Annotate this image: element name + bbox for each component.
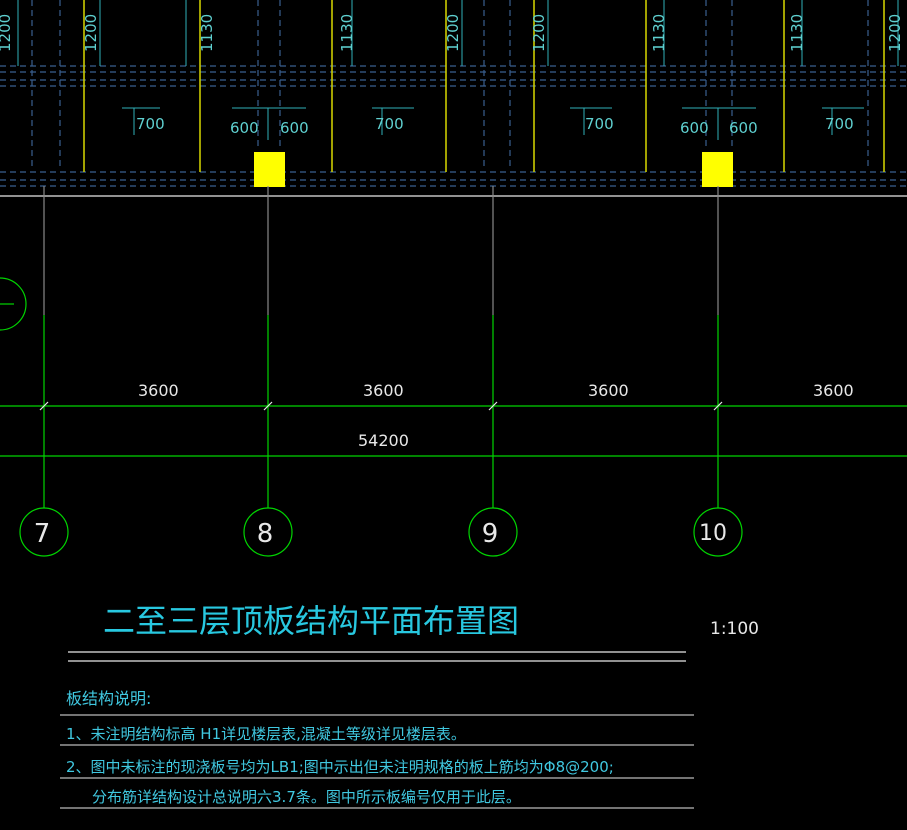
span-dim-4: 3600 — [813, 381, 854, 400]
dim-v-6: 1200 — [530, 14, 548, 52]
span-dim-3: 3600 — [588, 381, 629, 400]
drawing-title: 二至三层顶板结构平面布置图 — [103, 602, 519, 640]
span-dim-2: 3600 — [363, 381, 404, 400]
top-vertical-dims: 1200 1200 1130 1130 1200 1200 1130 1130 … — [0, 14, 904, 52]
notes-line-3: 分布筋详结构设计总说明六3.7条。图中所示板编号仅用于此层。 — [92, 788, 521, 806]
dim-v-4: 1130 — [338, 14, 356, 52]
dim-v-7: 1130 — [650, 14, 668, 52]
notes-heading: 板结构说明: — [66, 689, 151, 708]
beam-lines — [0, 0, 907, 187]
axis-bubble-9 — [468, 507, 518, 557]
drawing-scale: 1:100 — [710, 619, 759, 639]
dim-v-1: 1200 — [0, 14, 14, 52]
column-axis-10 — [702, 152, 733, 187]
dim-h-1: 700 — [136, 115, 165, 133]
axis-dim-ticks — [39, 401, 723, 411]
dim-v-5: 1200 — [444, 14, 462, 52]
dim-v-2: 1200 — [82, 14, 100, 52]
top-horizontal-dims: 700 600 600 700 700 600 600 700 — [136, 115, 854, 137]
axis-bubble-7 — [19, 507, 69, 557]
axis-dim-lines — [0, 405, 907, 457]
dim-h-5: 700 — [585, 115, 614, 133]
axis-bubble-10 — [693, 507, 743, 557]
axis-label-8: 8 — [257, 519, 274, 549]
dim-v-8: 1130 — [788, 14, 806, 52]
dim-leaders — [17, 0, 899, 140]
dim-h-8: 700 — [825, 115, 854, 133]
notes-line-2: 2、图中未标注的现浇板号均为LB1;图中示出但未注明规格的板上筋均为Φ8@200… — [66, 758, 614, 776]
dim-v-9: 1200 — [886, 14, 904, 52]
dim-h-3: 600 — [280, 119, 309, 137]
axis-lines — [43, 186, 719, 508]
axis-span-dims: 3600 3600 3600 3600 54200 — [138, 381, 854, 450]
total-dim: 54200 — [358, 431, 409, 450]
partial-axis-bubble — [0, 277, 27, 331]
axis-label-7: 7 — [34, 519, 51, 549]
axis-labels: 7 8 9 10 — [34, 519, 727, 549]
rebar-lines — [83, 0, 885, 172]
axis-bubble-8 — [243, 507, 293, 557]
dim-h-2: 600 — [230, 119, 259, 137]
axis-bubbles — [19, 507, 743, 557]
span-dim-1: 3600 — [138, 381, 179, 400]
dim-v-3: 1130 — [198, 14, 216, 52]
dim-h-6: 600 — [680, 119, 709, 137]
notes-line-1: 1、未注明结构标高 H1详见楼层表,混凝土等级详见楼层表。 — [66, 725, 466, 743]
axis-label-10: 10 — [699, 521, 727, 546]
axis-label-9: 9 — [482, 519, 499, 549]
dim-h-4: 700 — [375, 115, 404, 133]
dim-h-7: 600 — [729, 119, 758, 137]
column-axis-8 — [254, 152, 285, 187]
